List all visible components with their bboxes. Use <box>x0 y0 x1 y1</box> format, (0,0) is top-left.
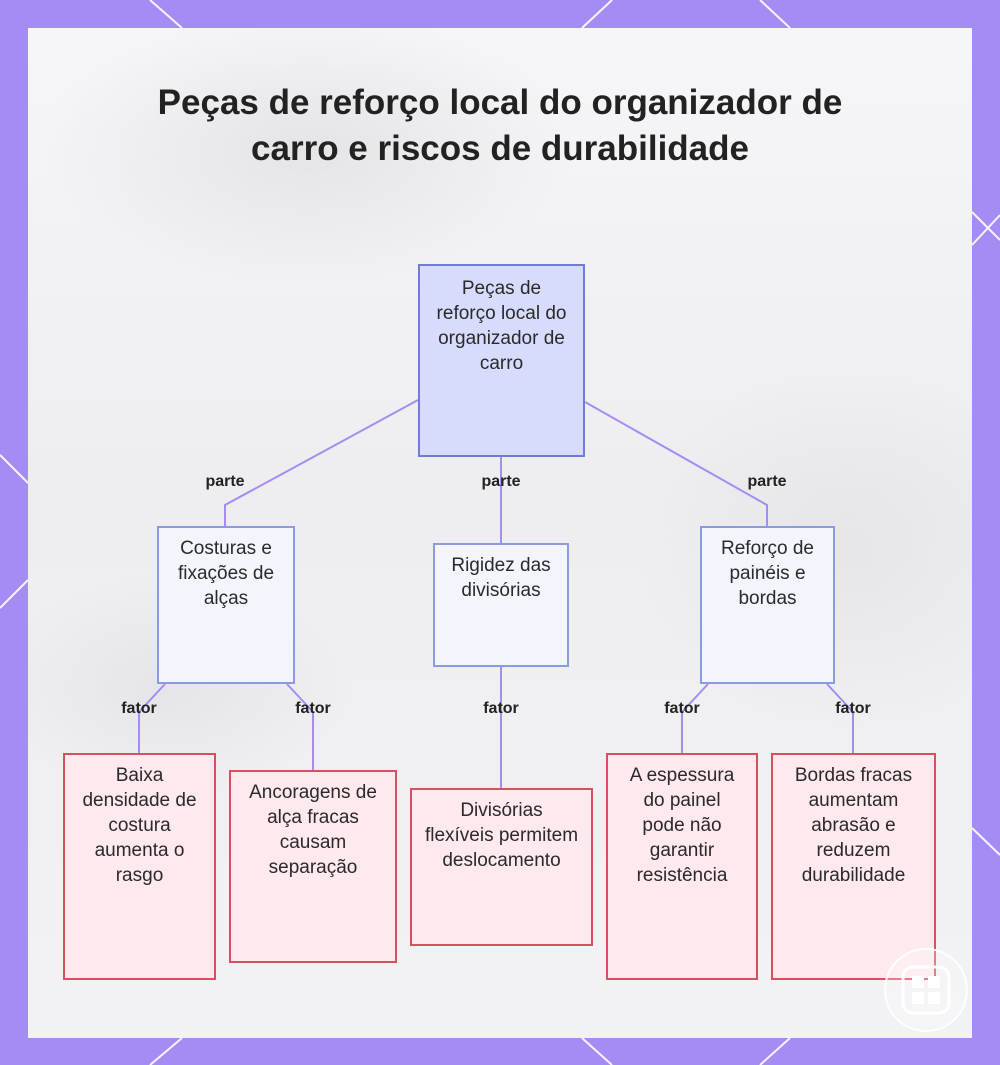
leaf-node-stitch-density: Baixa densidade de costura aumenta o ras… <box>63 753 216 980</box>
leaf-node-weak-edges: Bordas fracas aumentam abrasão e reduzem… <box>771 753 936 980</box>
edge-label-parte: parte <box>205 473 245 490</box>
branch-node-divider-rigidity: Rigidez das divisórias <box>433 543 569 667</box>
branch-node-label: Costuras e fixações de alças <box>177 538 275 609</box>
edge-label-fator: fator <box>295 700 331 717</box>
root-node: Peças de reforço local do organizador de… <box>418 264 585 457</box>
branch-node-stitching: Costuras e fixações de alças <box>157 526 295 684</box>
edge-label-fator: fator <box>664 700 700 717</box>
edge-root-branch-1 <box>224 399 419 526</box>
grid-logo-icon <box>901 965 951 1015</box>
leaf-node-label: Baixa densidade de costura aumenta o ras… <box>82 765 197 886</box>
branch-node-label: Rigidez das divisórias <box>451 555 551 601</box>
edge-label-parte: parte <box>481 473 521 490</box>
page-title: Peças de reforço local do organizador de… <box>157 83 843 168</box>
edge-branch-1-leaf-2 <box>286 683 314 770</box>
leaf-node-label: Divisórias flexíveis permitem deslocamen… <box>424 800 579 871</box>
root-node-label: Peças de reforço local do organizador de… <box>436 278 567 374</box>
grid-logo-icon <box>884 948 968 1032</box>
leaf-node-handle-anchors: Ancoragens de alça fracas causam separaç… <box>229 770 397 963</box>
leaf-node-label: A espessura do painel pode não garantir … <box>629 765 735 886</box>
edge-root-branch-3 <box>584 401 768 526</box>
edge-label-fator: fator <box>835 700 871 717</box>
leaf-node-label: Bordas fracas aumentam abrasão e reduzem… <box>794 765 913 886</box>
leaf-node-label: Ancoragens de alça fracas causam separaç… <box>249 782 377 878</box>
edge-branch-1-leaf-1 <box>138 683 166 753</box>
branch-node-label: Reforço de painéis e bordas <box>721 538 814 609</box>
leaf-node-flexible-dividers: Divisórias flexíveis permitem deslocamen… <box>410 788 593 946</box>
edge-label-fator: fator <box>483 700 519 717</box>
leaf-node-panel-thickness: A espessura do painel pode não garantir … <box>606 753 758 980</box>
edge-branch-3-leaf-1 <box>681 683 709 753</box>
edge-label-parte: parte <box>747 473 787 490</box>
edge-label-fator: fator <box>121 700 157 717</box>
edge-branch-3-leaf-2 <box>826 683 854 753</box>
branch-node-panel-reinforcement: Reforço de painéis e bordas <box>700 526 835 684</box>
